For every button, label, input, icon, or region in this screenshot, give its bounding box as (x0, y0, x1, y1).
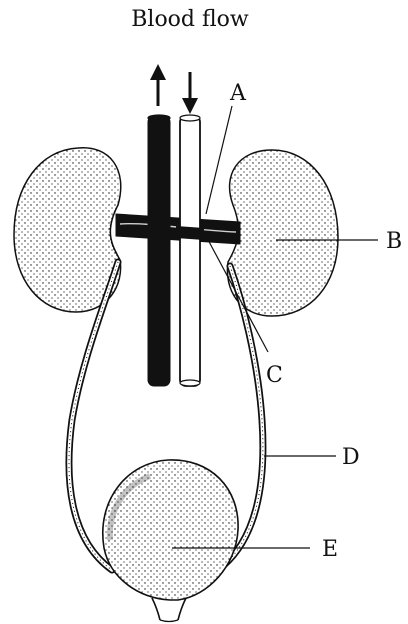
urethra (152, 598, 186, 620)
right-kidney (227, 150, 338, 316)
left-kidney (14, 148, 121, 312)
leader-a (206, 106, 232, 214)
arrow-up-icon (150, 64, 166, 106)
label-e: E (322, 537, 338, 562)
light-blood-vessel (180, 116, 200, 386)
arrow-down-icon (182, 72, 198, 114)
label-c: C (266, 363, 283, 388)
dark-blood-vessel (148, 116, 170, 386)
label-b: B (386, 229, 402, 254)
label-d: D (342, 445, 360, 470)
bladder (103, 460, 238, 600)
heading-blood-flow: Blood flow (131, 7, 249, 32)
label-a: A (229, 81, 247, 106)
